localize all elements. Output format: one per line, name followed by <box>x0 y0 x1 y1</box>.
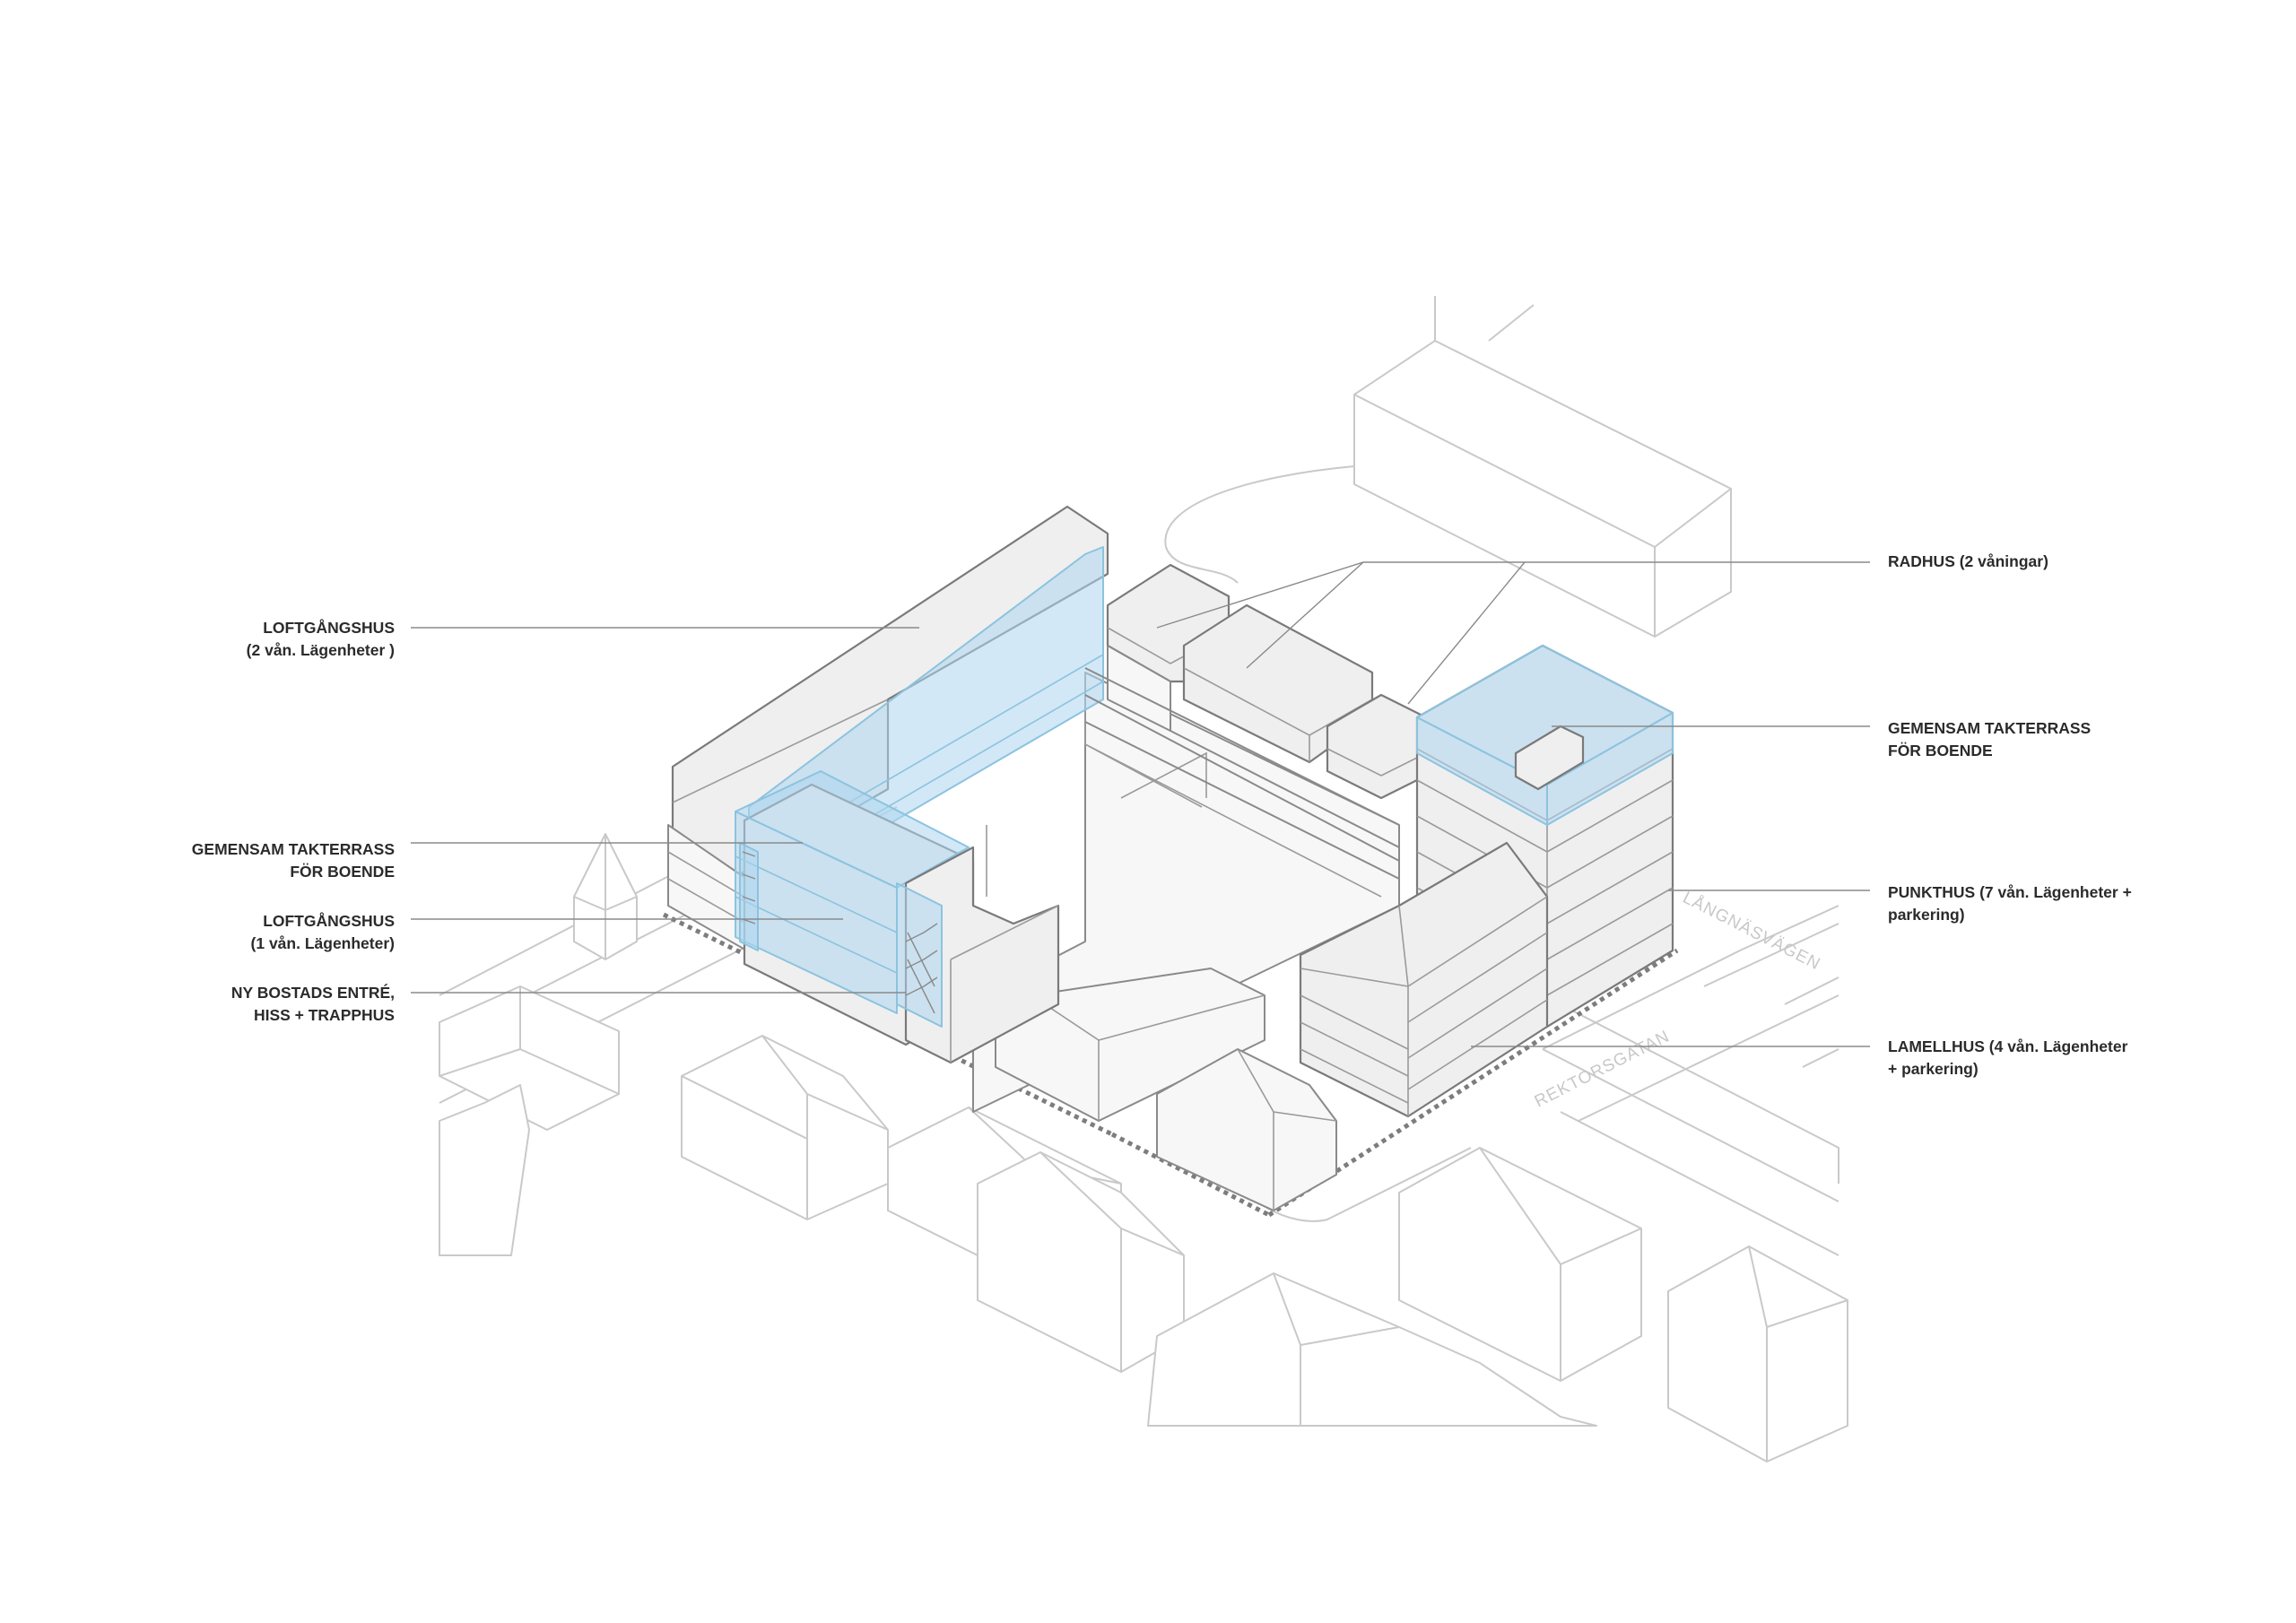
label-loftgangshus-1: LOFTGÅNGSHUS (1 vån. Lägenheter) <box>250 912 395 952</box>
lamellhus-block <box>1299 841 1549 1118</box>
courtyard-blocks <box>972 672 1400 1211</box>
label-loftgangshus-2: LOFTGÅNGSHUS (2 vån. Lägenheter ) <box>246 619 395 659</box>
label-takterrass-right: GEMENSAM TAKTERRASS FÖR BOENDE <box>1888 719 2092 759</box>
label-radhus: RADHUS (2 våningar) <box>1888 552 2048 570</box>
label-lamellhus: LAMELLHUS (4 vån. Lägenheter + parkering… <box>1888 1037 2128 1078</box>
street-label-rektorsgatan: REKTORSGATAN <box>1532 1027 1674 1111</box>
stair-icon <box>905 923 938 1014</box>
label-punkthus: PUNKTHUS (7 vån. Lägenheter + parkering) <box>1888 883 2132 924</box>
entrance-block <box>735 770 1060 1064</box>
radhus-blocks <box>1084 563 1437 880</box>
label-takterrass-left: GEMENSAM TAKTERRASS FÖR BOENDE <box>191 840 395 881</box>
label-entre: NY BOSTADS ENTRÉ, HISS + TRAPPHUS <box>230 984 395 1024</box>
leader-lines <box>411 561 1870 1047</box>
context-buildings <box>439 296 1848 1462</box>
street-label-langnasvagen: LÅNGNÄSVÄGEN <box>1680 889 1823 975</box>
